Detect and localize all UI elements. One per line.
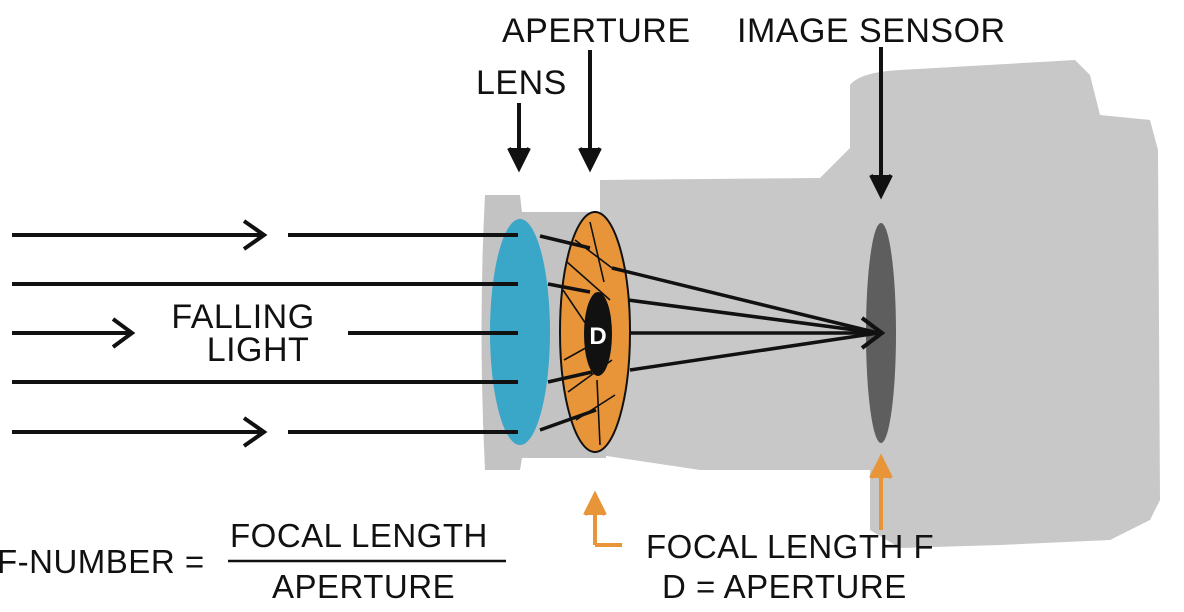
lens-element	[490, 219, 550, 445]
formula-numerator: FOCAL LENGTH	[230, 517, 488, 554]
label-focal-length-f: FOCAL LENGTH F	[646, 528, 934, 565]
focus-point-arrowhead	[860, 316, 886, 350]
pointer-arrows	[507, 47, 893, 200]
formula-denominator: APERTURE	[272, 568, 455, 605]
label-lens: LENS	[476, 64, 567, 102]
label-d-equals-aperture: D = APERTURE	[662, 568, 907, 605]
aperture-d-mark: D	[589, 323, 606, 350]
incoming-rays	[12, 219, 518, 448]
label-image-sensor: IMAGE SENSOR	[737, 12, 1006, 50]
aperture-opening	[584, 292, 612, 376]
converging-rays	[539, 234, 879, 432]
formula-lhs: F-NUMBER =	[0, 543, 205, 580]
focal-accent-arrows	[583, 453, 893, 547]
label-aperture: APERTURE	[502, 12, 691, 50]
label-falling: FALLING	[171, 298, 314, 336]
label-light: LIGHT	[207, 331, 310, 369]
